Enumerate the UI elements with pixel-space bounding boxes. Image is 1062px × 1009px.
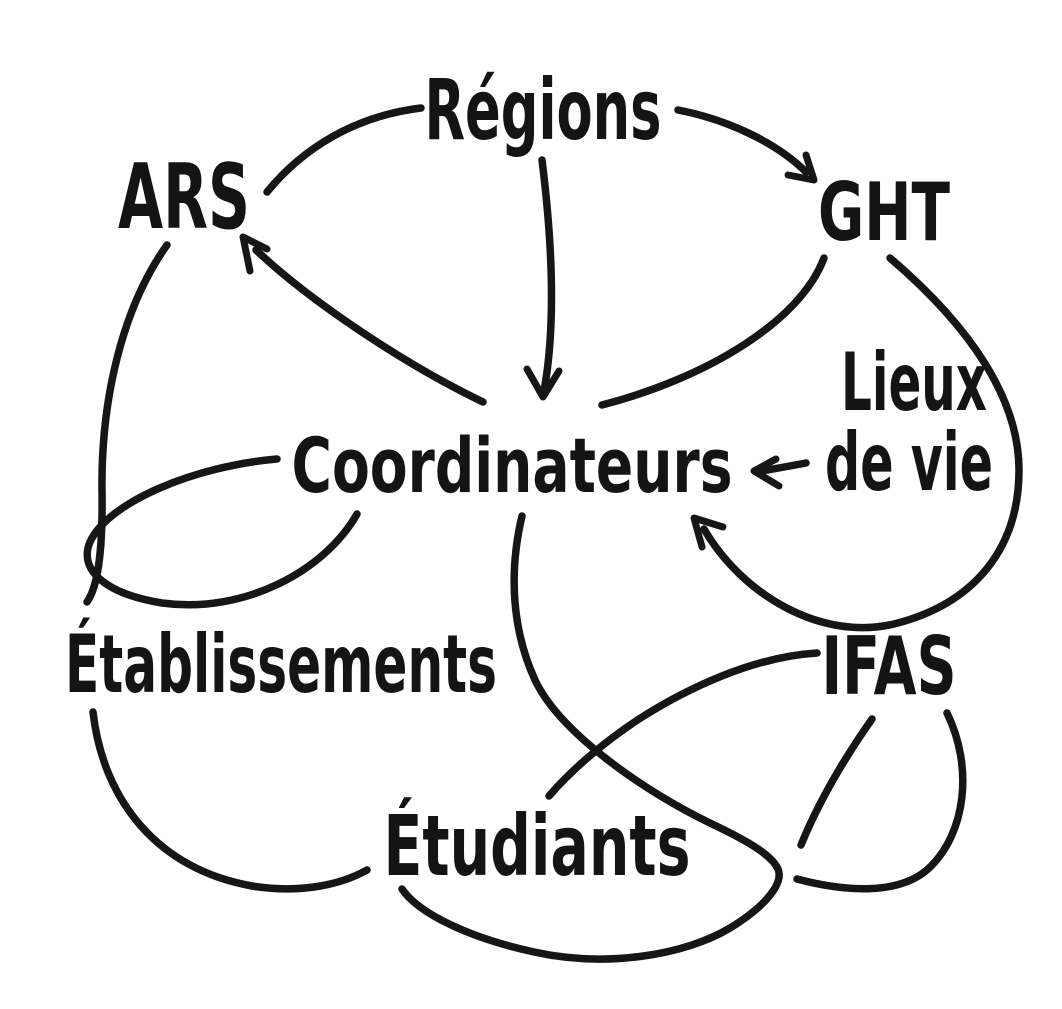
flourish-coordinateurs-etudiants-stroke <box>398 512 783 963</box>
arrow-regions-to-ght-stroke <box>674 106 810 176</box>
link-ars-etablissements-stroke <box>83 241 171 606</box>
arrowhead-at-coordinateurs-top-icon <box>523 365 563 401</box>
link-ifas-etudiants-inner-stroke <box>797 715 876 849</box>
node-lieux-de-vie-line2: de vie <box>825 416 993 509</box>
arrow-coordinateurs-to-ars-stroke <box>252 246 487 406</box>
arrowhead-at-ars-icon <box>239 233 271 275</box>
arrow-regions-to-coordinateurs-stroke <box>538 156 556 395</box>
node-ifas: IFAS <box>822 620 957 713</box>
link-ars-regions-stroke <box>263 104 425 196</box>
link-ifas-etudiants-stroke <box>545 649 821 800</box>
arrow-ght-to-coordinateurs-around-lieux-stroke <box>700 254 1023 632</box>
arrow-lieux-de-vie-to-coordinateurs-stroke <box>757 459 810 475</box>
arrowhead-at-coordinateurs-lower-right-icon <box>690 514 727 551</box>
node-regions: Régions <box>425 61 662 159</box>
link-etablissements-etudiants-stroke <box>89 708 371 893</box>
loop-coordinateurs-etablissements-stroke <box>83 455 361 609</box>
arrowhead-at-coordinateurs-left-icon <box>750 455 783 490</box>
node-lieux-de-vie-line1: Lieux <box>841 336 987 429</box>
node-etablissements: Établissements <box>65 617 497 711</box>
node-coordinateurs: Coordinateurs <box>292 421 733 510</box>
link-ifas-etudiants-outer-stroke <box>793 709 967 893</box>
node-ars: ARS <box>118 145 250 250</box>
arrowhead-at-ght-icon <box>784 151 818 184</box>
link-ght-coordinateurs-stroke <box>598 254 828 409</box>
node-ght: GHT <box>818 166 950 259</box>
node-etudiants: Étudiants <box>384 797 691 895</box>
